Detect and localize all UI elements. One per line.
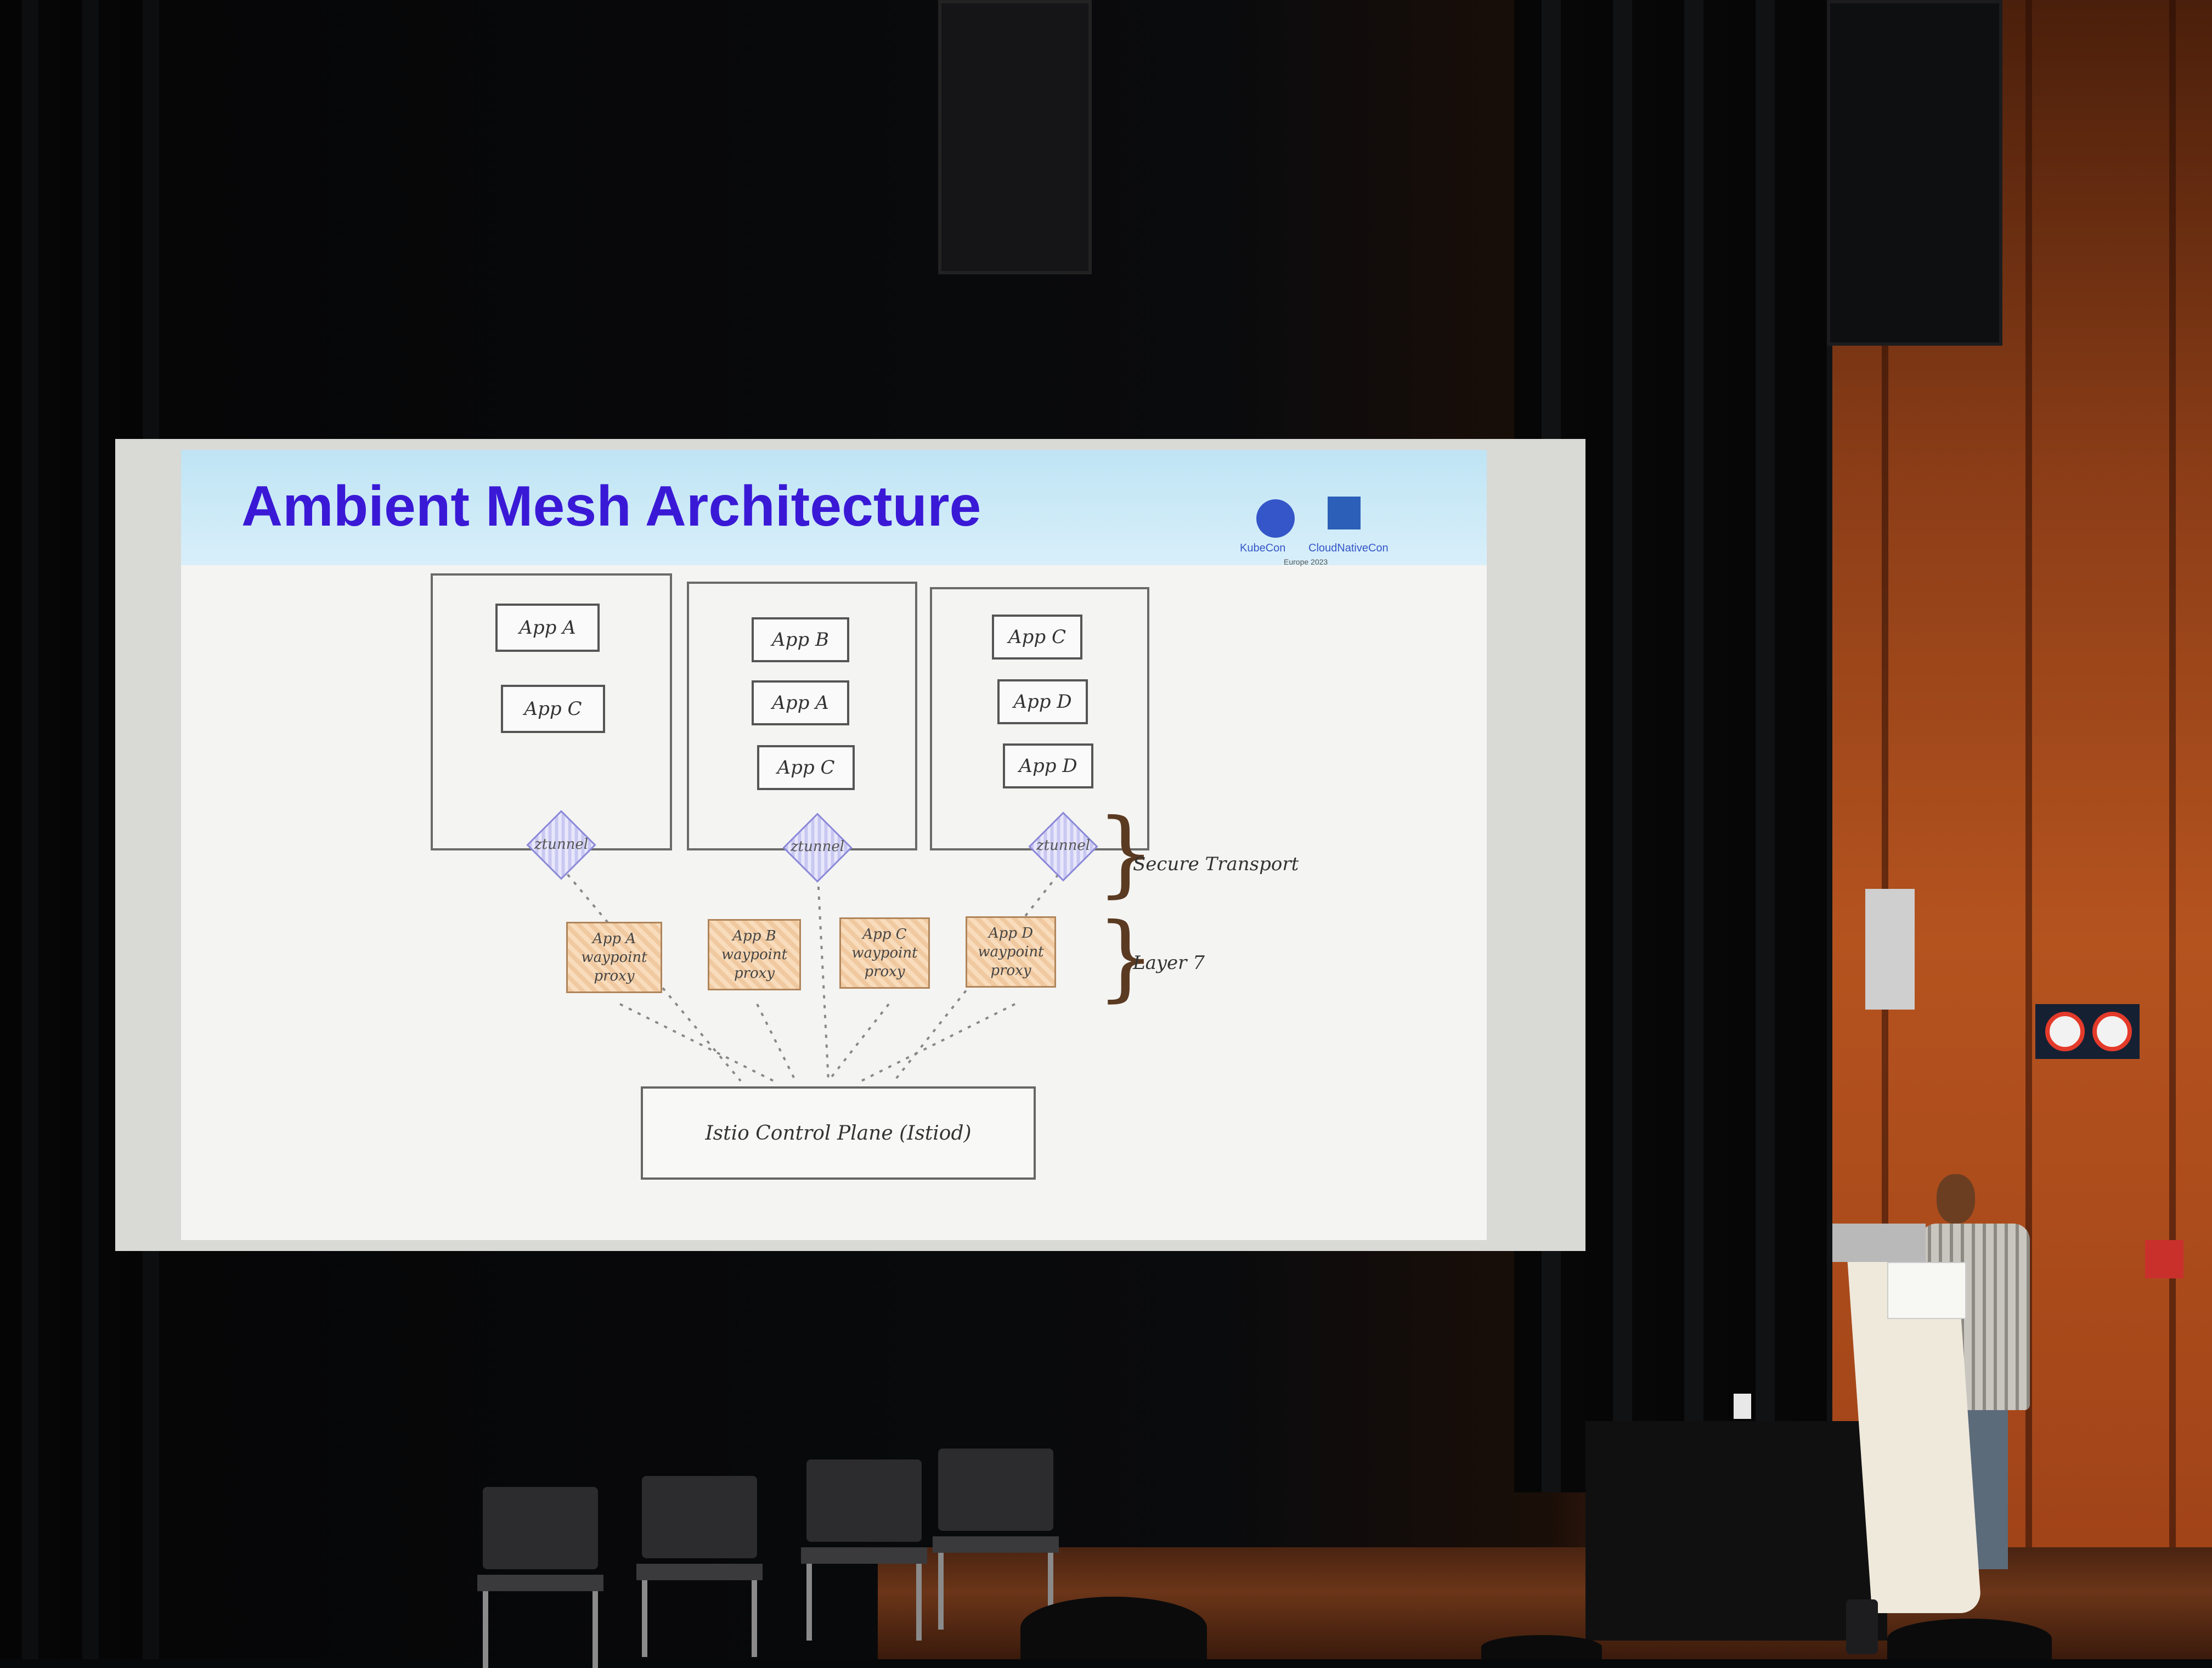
proxy-line: waypoint xyxy=(978,944,1044,960)
laptop xyxy=(1832,1224,1926,1262)
no-drinks-icon xyxy=(2092,1012,2132,1051)
exit-sign xyxy=(2145,1240,2183,1278)
proxy-line: proxy xyxy=(990,962,1031,979)
waypoint-proxy-box: App A waypoint proxy xyxy=(566,922,662,993)
presentation-slide: Ambient Mesh Architecture KubeCon CloudN… xyxy=(181,450,1487,1240)
no-smoking-sign xyxy=(2035,1004,2140,1059)
app-box: App D xyxy=(1003,743,1093,788)
proxy-line: waypoint xyxy=(851,945,918,961)
audience-head xyxy=(1481,1635,1602,1659)
app-box: App C xyxy=(757,745,855,790)
audience-head xyxy=(1887,1619,2052,1659)
kubecon-logo-text: KubeCon xyxy=(1240,542,1286,554)
layer7-label: Layer 7 xyxy=(1133,952,1205,974)
ztunnel-label: ztunnel xyxy=(790,838,845,855)
cloudnativecon-logo-text: CloudNativeCon xyxy=(1308,542,1389,554)
app-box: App B xyxy=(752,617,849,662)
control-plane-box: Istio Control Plane (Istiod) xyxy=(641,1086,1036,1180)
ceiling-speaker xyxy=(938,0,1092,274)
ztunnel-label: ztunnel xyxy=(1036,837,1091,854)
stage-chair xyxy=(933,1449,1059,1630)
wall-speaker xyxy=(1827,0,2002,346)
proxy-line: App B xyxy=(732,928,776,944)
connector-line xyxy=(816,866,830,1081)
waypoint-proxy-box: App C waypoint proxy xyxy=(839,917,930,989)
connector-line xyxy=(861,1003,1015,1082)
proxy-line: App A xyxy=(592,931,636,947)
water-cup xyxy=(1734,1394,1751,1419)
connector-line xyxy=(893,866,1065,1082)
wall-projector xyxy=(1865,889,1915,1010)
no-smoking-icon xyxy=(2045,1012,2085,1051)
stage-chair xyxy=(636,1476,763,1657)
proxy-line: waypoint xyxy=(581,949,647,966)
event-edition-text: Europe 2023 xyxy=(1284,557,1328,566)
app-box: App C xyxy=(992,615,1082,660)
connector-line xyxy=(619,1003,774,1082)
stage-chair xyxy=(477,1487,603,1668)
connector-line xyxy=(756,1004,797,1081)
kubecon-logo-icon xyxy=(1256,499,1295,538)
stage-chair xyxy=(801,1460,927,1641)
speaker-head xyxy=(1937,1174,1975,1224)
secure-transport-label: Secure Transport xyxy=(1133,853,1299,875)
app-box: App A xyxy=(495,604,600,652)
connector-line xyxy=(827,1003,890,1082)
podium-sign xyxy=(1887,1262,1966,1319)
proxy-line: proxy xyxy=(864,963,905,980)
proxy-line: App C xyxy=(862,926,907,943)
waypoint-proxy-box: App B waypoint proxy xyxy=(708,919,801,990)
proxy-line: proxy xyxy=(594,968,635,984)
phone-screen xyxy=(1846,1599,1878,1654)
brace-icon: } xyxy=(1096,903,1156,1012)
stage-table xyxy=(1585,1421,1887,1641)
app-box: App C xyxy=(501,685,605,733)
waypoint-proxy-box: App D waypoint proxy xyxy=(966,916,1056,988)
audience-head xyxy=(1020,1597,1207,1659)
proxy-line: waypoint xyxy=(721,946,788,963)
cloudnativecon-logo-icon xyxy=(1328,497,1361,529)
app-box: App D xyxy=(997,679,1088,724)
slide-title: Ambient Mesh Architecture xyxy=(241,475,981,538)
proxy-line: App D xyxy=(988,925,1034,942)
app-box: App A xyxy=(752,680,849,725)
ztunnel-label: ztunnel xyxy=(534,836,589,853)
brace-icon: } xyxy=(1096,799,1156,908)
proxy-line: proxy xyxy=(733,965,775,982)
